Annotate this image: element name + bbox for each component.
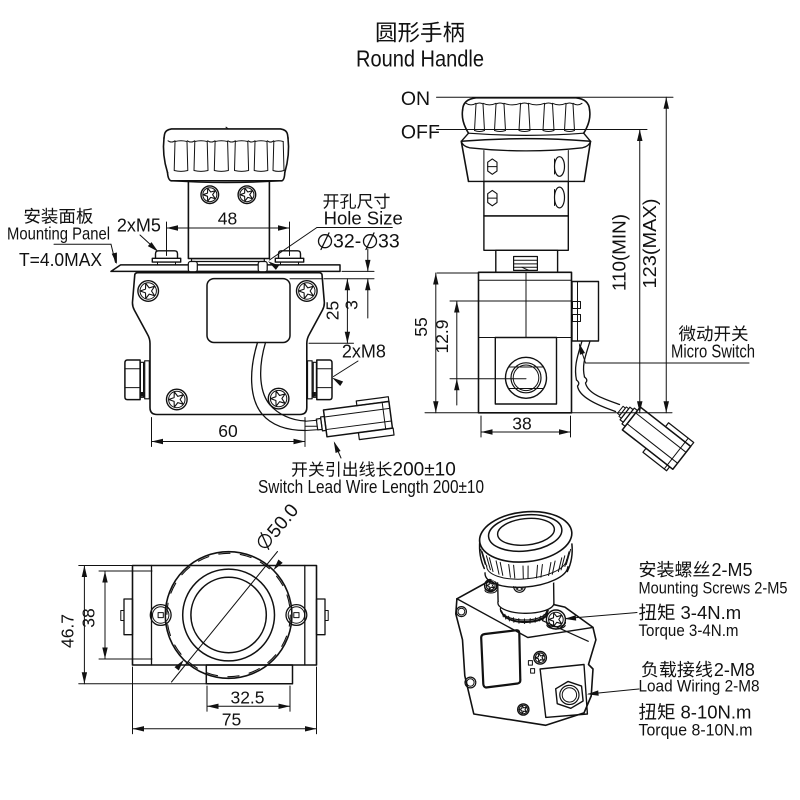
svg-text:3-4N.m: 3-4N.m <box>681 602 742 623</box>
svg-text:123(MAX): 123(MAX) <box>639 199 660 289</box>
svg-text:Round Handle: Round Handle <box>356 46 484 72</box>
svg-text:2xM8: 2xM8 <box>342 342 386 362</box>
svg-text:Mounting Panel: Mounting Panel <box>7 224 110 244</box>
svg-text:55: 55 <box>411 317 431 336</box>
svg-text:110(MIN): 110(MIN) <box>609 214 630 291</box>
svg-text:8-10N.m: 8-10N.m <box>681 702 752 723</box>
svg-text:Hole Size: Hole Size <box>324 208 403 229</box>
svg-text:12.9: 12.9 <box>432 319 452 353</box>
svg-text:2-M5: 2-M5 <box>712 560 753 580</box>
svg-text:200±10: 200±10 <box>393 460 456 481</box>
svg-text:Micro Switch: Micro Switch <box>671 342 755 362</box>
svg-text:48: 48 <box>218 209 237 229</box>
svg-text:75: 75 <box>222 710 241 730</box>
svg-text:33: 33 <box>378 231 400 253</box>
svg-text:60: 60 <box>218 421 238 441</box>
svg-text:32.5: 32.5 <box>230 688 264 708</box>
svg-text:OFF: OFF <box>401 122 440 144</box>
svg-text:Torque 3-4N.m: Torque 3-4N.m <box>639 621 739 640</box>
svg-text:38: 38 <box>79 608 99 627</box>
svg-text:ON: ON <box>401 88 430 110</box>
svg-text:T=4.0MAX: T=4.0MAX <box>19 250 102 270</box>
svg-text:Switch Lead Wire Length 200±10: Switch Lead Wire Length 200±10 <box>258 476 484 497</box>
svg-text:Mounting Screws 2-M5: Mounting Screws 2-M5 <box>639 579 788 598</box>
svg-text:Load Wiring 2-M8: Load Wiring 2-M8 <box>639 677 760 696</box>
svg-text:2xM5: 2xM5 <box>117 216 161 236</box>
svg-text:2-M8: 2-M8 <box>714 660 755 680</box>
svg-text:3: 3 <box>342 300 362 310</box>
svg-text:46.7: 46.7 <box>58 614 78 648</box>
svg-text:32-: 32- <box>333 231 361 253</box>
svg-text:38: 38 <box>512 414 531 434</box>
svg-text:25: 25 <box>323 301 343 320</box>
svg-text:Torque 8-10N.m: Torque 8-10N.m <box>639 721 753 740</box>
